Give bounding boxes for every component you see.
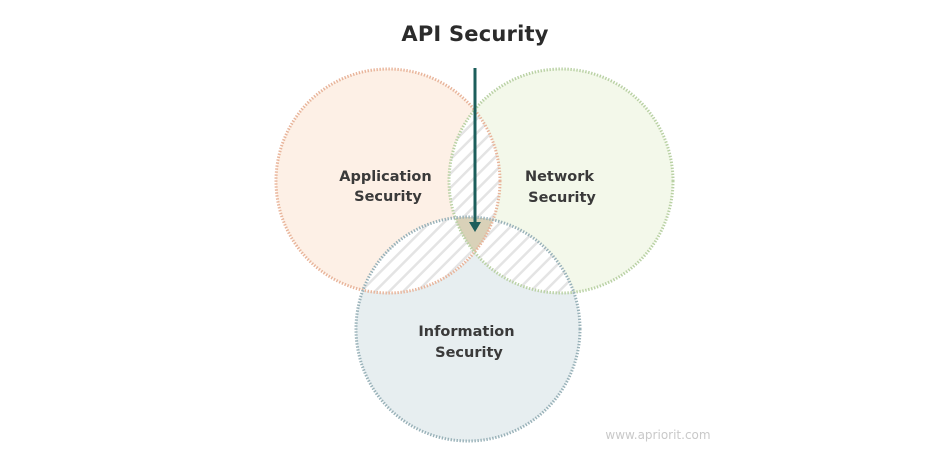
network-security-outline: [447, 67, 675, 295]
overlap-app-info: [356, 217, 500, 293]
application-security-outline: [274, 67, 502, 295]
diagram-title: API Security: [401, 22, 549, 46]
watermark: www.apriorit.com: [605, 428, 710, 442]
overlap-net-info: [449, 217, 580, 293]
application-security-label: Application Security: [339, 169, 437, 205]
arrow-down-icon: [469, 68, 481, 232]
network-security-label: Network Security: [525, 169, 599, 206]
information-security-outline: [354, 215, 582, 443]
information-security-label: Information Security: [418, 324, 519, 361]
